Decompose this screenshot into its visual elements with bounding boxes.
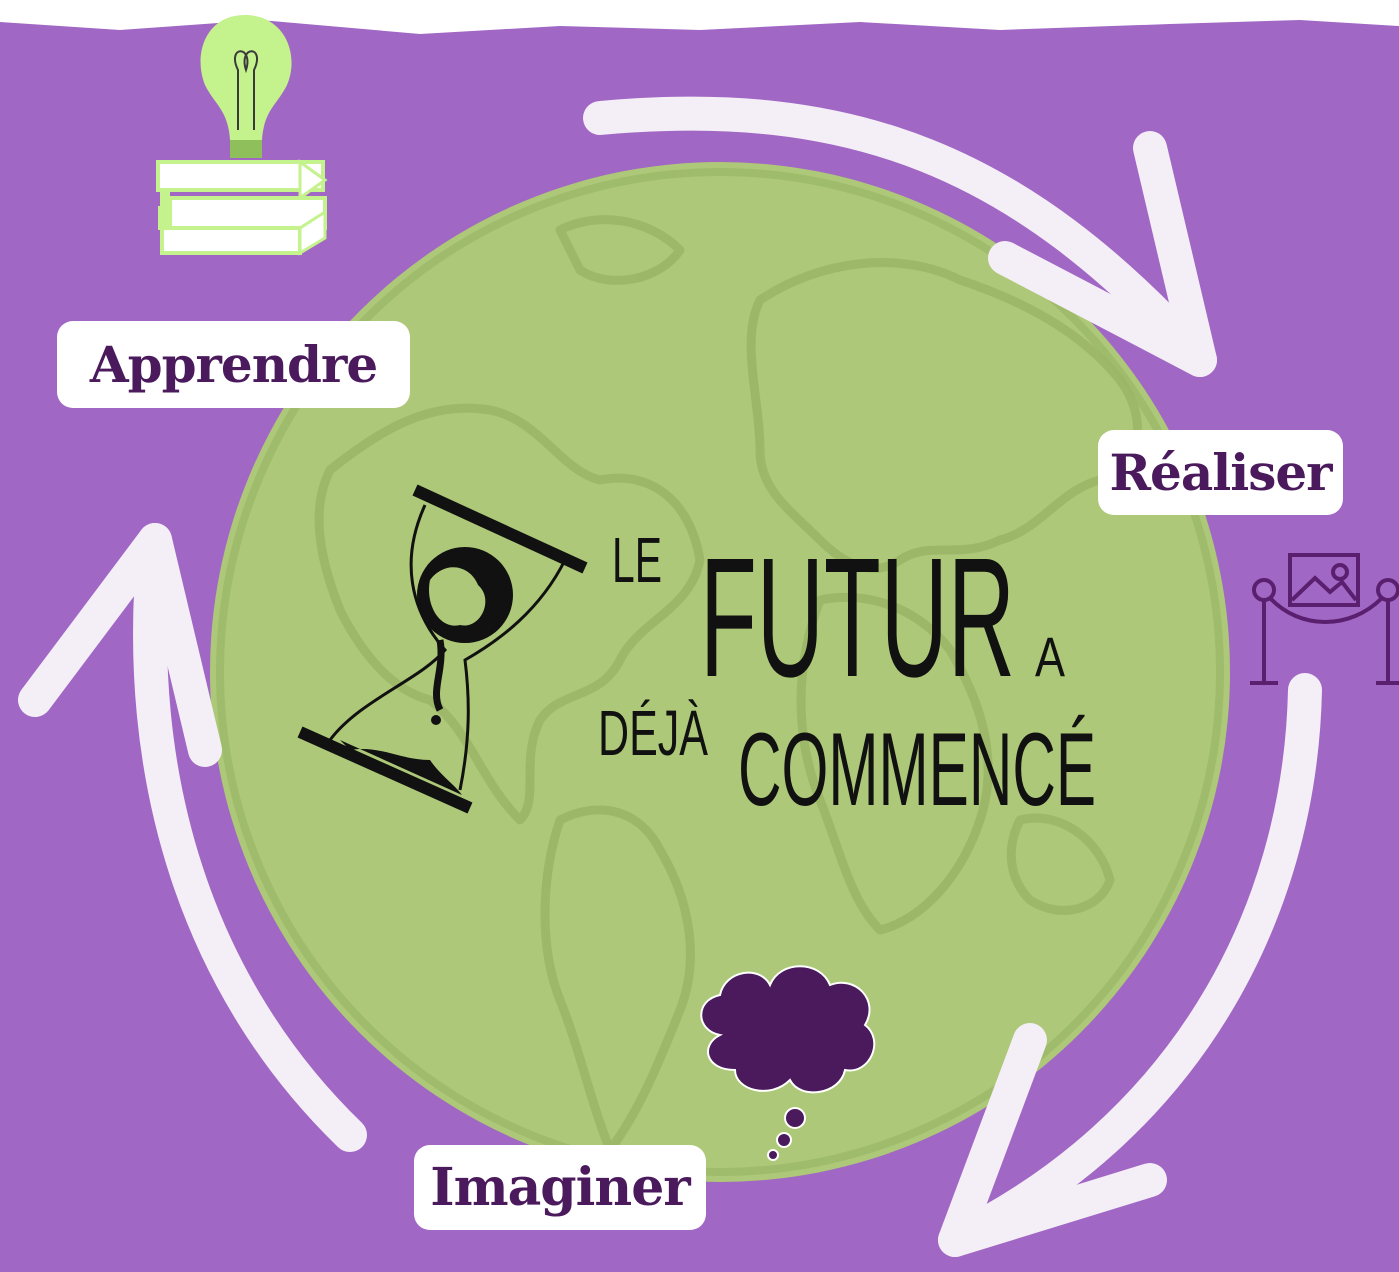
hourglass-with-earth-icon [297,484,588,814]
step-label-imaginer: Imaginer [414,1145,706,1230]
thought-cloud-icon [700,965,876,1161]
world-map-outline [314,215,1142,1155]
logo-a: A [1035,625,1066,688]
arrowhead-left [18,523,222,767]
logo-le: LE [612,524,662,596]
arrow-imaginer-to-apprendre [133,523,367,1152]
arrowhead-bottom [938,1023,1167,1257]
arrow-apprendre-to-realiser [583,96,1217,377]
step-label-apprendre: Apprendre [57,321,410,408]
logo-text: LE FUTUR A DÉJÀ COMMENCÉ [598,523,1096,828]
framed-picture-with-rope-barrier-icon [1250,553,1399,685]
logo-commence: COMMENCÉ [738,712,1096,828]
cycle-arrows [18,96,1322,1257]
step-label-realiser: Réaliser [1098,430,1343,515]
logo-deja: DÉJÀ [598,697,708,769]
arrow-realiser-to-imaginer [938,673,1322,1257]
globe [210,162,1230,1182]
lightbulb-on-books-icon [156,15,328,256]
arrowhead-right [988,131,1217,377]
logo-futur: FUTUR [700,523,1015,713]
